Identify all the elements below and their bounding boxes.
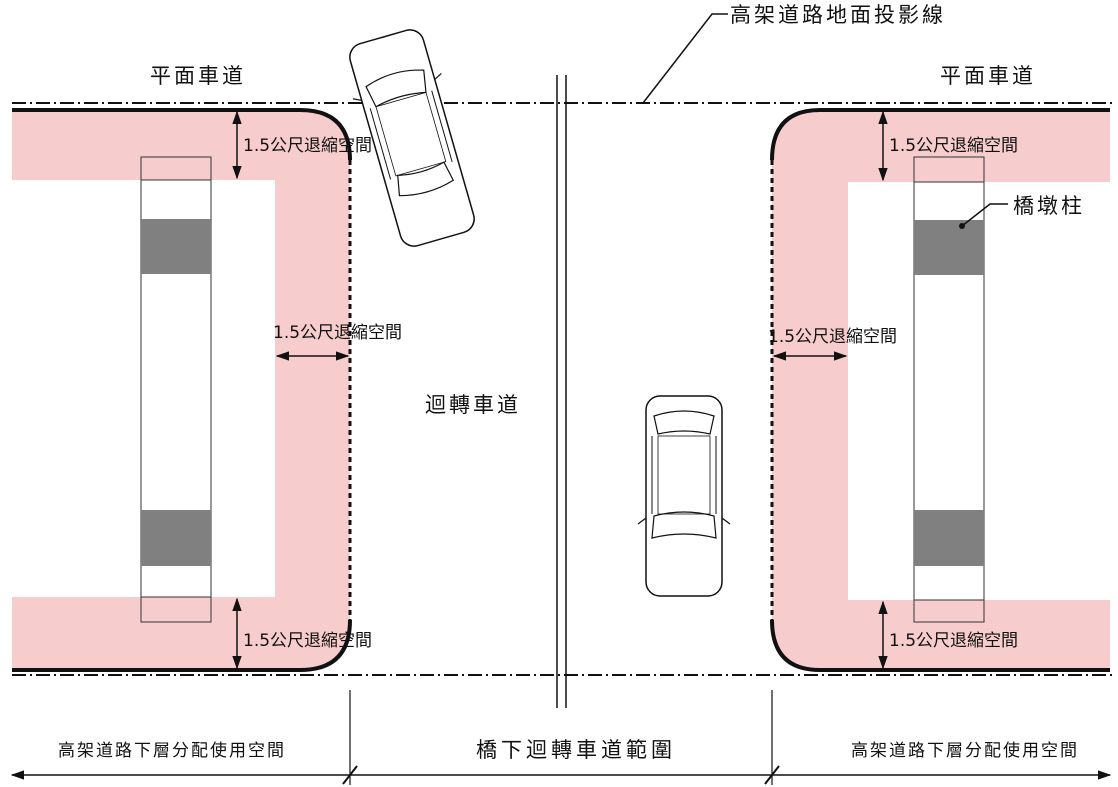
extent-slash-right [764, 765, 780, 785]
extent-slash-left [342, 765, 358, 785]
pier-column-left-2 [141, 510, 211, 566]
pier-column-right-2 [914, 510, 984, 566]
setback-label-left-bottom: 1.5公尺退縮空間 [243, 631, 372, 651]
setback-zone-right [772, 110, 1110, 670]
viaduct-projection-label: 高架道路地面投影線 [730, 3, 946, 27]
setback-edge-left-top [12, 108, 352, 161]
u-turn-lane-label: 迴轉車道 [425, 393, 521, 417]
pier-column-right-1 [914, 220, 984, 275]
setback-label-right-mid: 1.5公尺退縮空間 [768, 327, 897, 347]
surface-lane-label-left: 平面車道 [150, 64, 246, 88]
setback-label-right-bottom: 1.5公尺退縮空間 [889, 631, 1018, 651]
car-upper-icon [349, 29, 475, 247]
footer-label-center: 橋下迴轉車道範圍 [476, 738, 676, 762]
surface-lane-label-right: 平面車道 [940, 64, 1036, 88]
pier-column-label: 橋墩柱 [1013, 194, 1085, 218]
footer-label-left: 高架道路下層分配使用空間 [58, 740, 286, 761]
leader-pier-column [961, 203, 1008, 227]
setback-label-left-top: 1.5公尺退縮空間 [243, 136, 372, 156]
setback-edge-right-bottom [770, 619, 1110, 672]
pier-column-left-1 [141, 219, 211, 274]
car-lower-icon [637, 395, 731, 597]
leader-viaduct-projection [642, 13, 728, 104]
leader-pier-column-dot [959, 223, 965, 229]
setback-label-right-top: 1.5公尺退縮空間 [889, 136, 1018, 156]
setback-zone-left [12, 110, 350, 670]
setback-edge-left-bottom [12, 619, 352, 672]
footer-label-right: 高架道路下層分配使用空間 [851, 740, 1079, 761]
setback-edge-right-top [770, 108, 1110, 161]
setback-label-left-mid: 1.5公尺退縮空間 [273, 323, 402, 343]
